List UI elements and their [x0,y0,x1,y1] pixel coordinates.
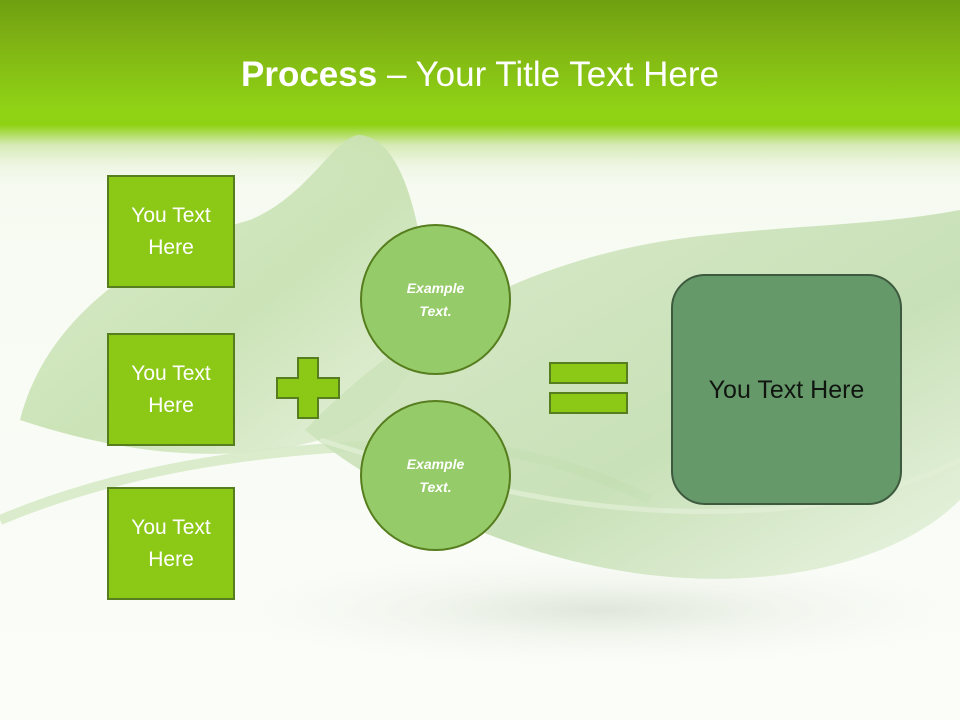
example-circle-1-label: Example Text. [406,279,465,319]
example-circle-2-label: Example Text. [406,455,465,495]
title-bold-text: Process [241,55,378,94]
input-box-3: You Text Here [107,487,235,600]
leaf-shadow [220,555,960,665]
input-box-1-label: You Text Here [131,203,211,259]
input-box-2: You Text Here [107,333,235,446]
result-box-label: You Text Here [708,375,865,404]
input-box-1: You Text Here [107,175,235,288]
plus-icon [276,357,340,419]
input-box-2-label: You Text Here [131,361,211,417]
slide-title: Process – Your Title Text Here [0,52,960,98]
result-box: You Text Here [671,274,902,505]
header-band [0,0,960,185]
equals-icon [549,362,628,414]
title-text: – Your Title Text Here [377,55,719,94]
input-box-3-label: You Text Here [131,515,211,571]
example-circle-2: Example Text. [360,400,511,551]
example-circle-1: Example Text. [360,224,511,375]
